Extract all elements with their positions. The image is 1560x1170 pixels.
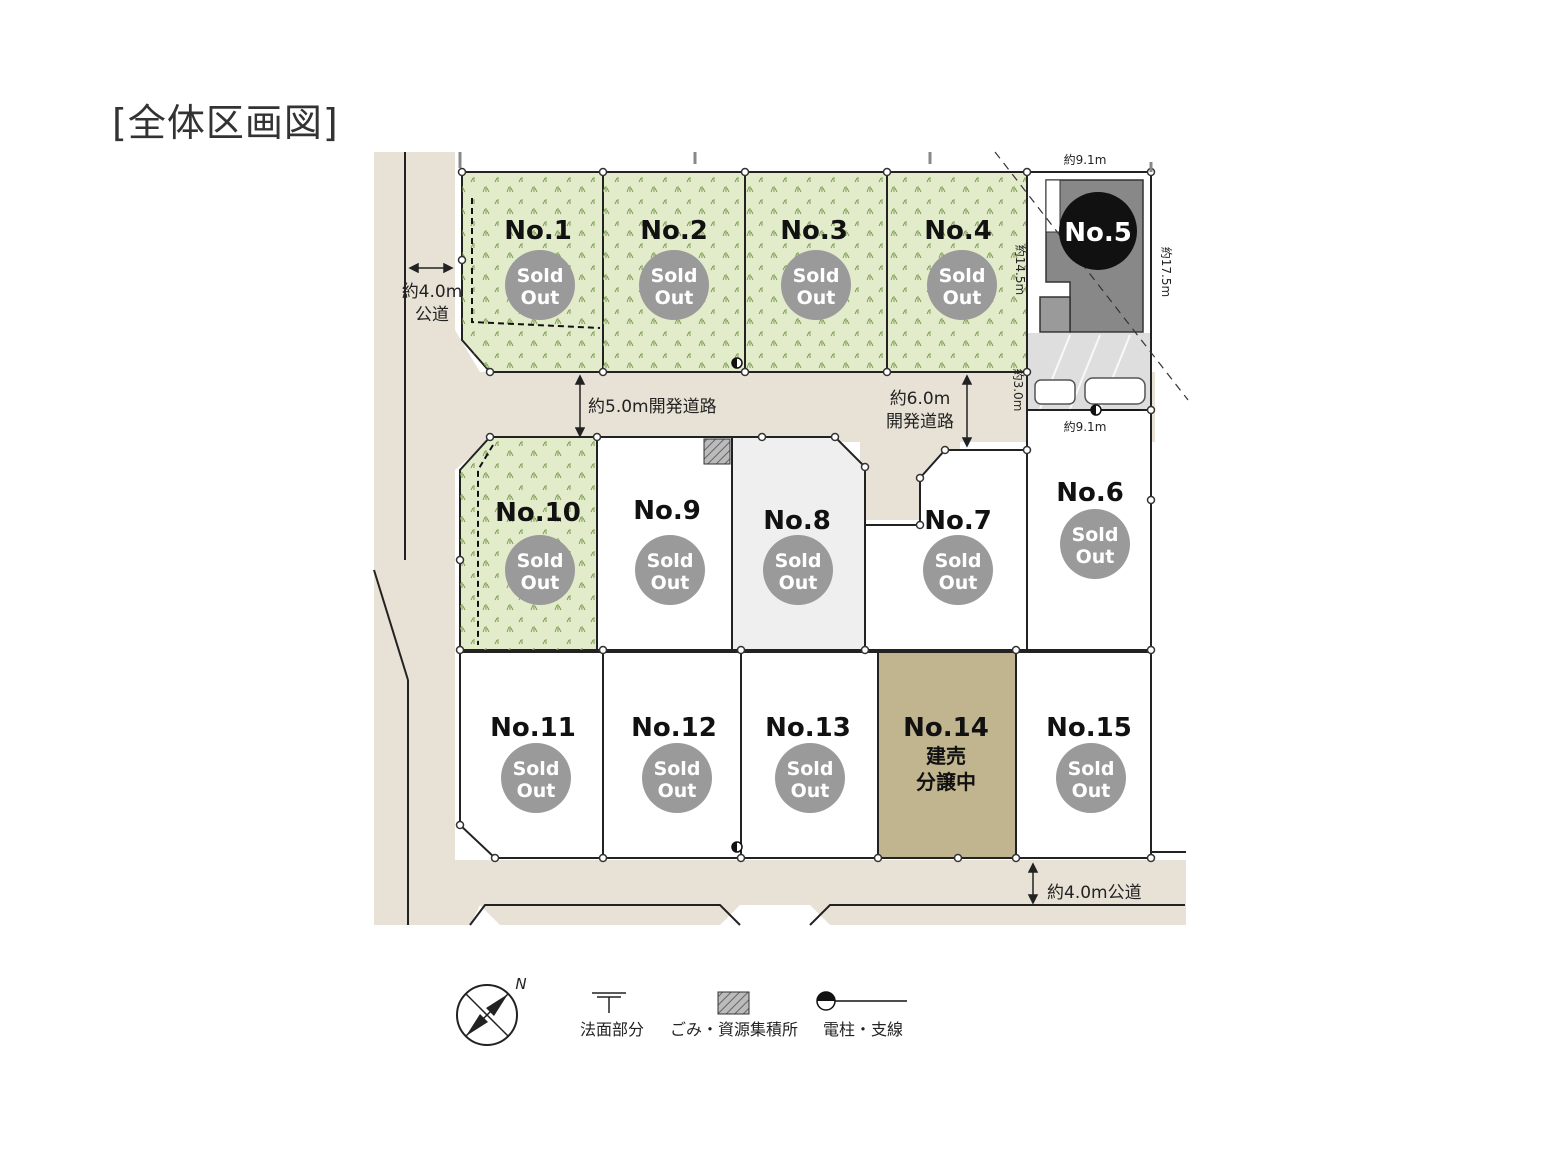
- sold-out-text: Sold: [775, 550, 822, 572]
- sold-out-text: Out: [943, 287, 982, 309]
- south-road-label: 約4.0m公道: [1047, 883, 1142, 903]
- sold-out-badge: [1056, 743, 1126, 813]
- west-road-width: 約4.0m: [402, 282, 463, 302]
- lot-label: No.7: [924, 506, 992, 536]
- dimension-labels: 約4.0m 公道 約5.0m開発道路 約6.0m 開発道路 約4.0m公道 約9…: [402, 152, 1174, 903]
- sold-out-badge: [642, 743, 712, 813]
- lot-label: No.10: [495, 498, 581, 528]
- sold-out-text: Sold: [939, 265, 986, 287]
- strip-width-dim: 約3.0m: [1011, 369, 1026, 412]
- lot-label: No.8: [763, 506, 831, 536]
- sold-out-text: Sold: [647, 550, 694, 572]
- lot-label: No.3: [780, 216, 848, 246]
- sold-out-text: Out: [939, 572, 978, 594]
- dev-road-b-type: 開発道路: [886, 412, 954, 432]
- top-fence-ticks: [458, 152, 1153, 172]
- for-sale-note: 分譲中: [916, 770, 976, 794]
- garbage-point-icon: [717, 991, 750, 1015]
- lot-4-depth-dim: 約14.5m: [1013, 245, 1028, 295]
- sold-out-badge: [927, 250, 997, 320]
- sold-out-badges: SoldOutSoldOutSoldOutSoldOutSoldOutSoldO…: [501, 250, 1130, 813]
- legend-pole-label: 電柱・支線: [823, 1020, 903, 1039]
- sold-out-text: Out: [651, 572, 690, 594]
- slope-icon: [592, 992, 626, 1013]
- sold-out-badge: [781, 250, 851, 320]
- sold-out-text: Sold: [935, 550, 982, 572]
- utility-pole-markers: [731, 357, 1140, 853]
- sold-out-text: Out: [658, 780, 697, 802]
- sold-out-badge: [639, 250, 709, 320]
- lot-label: No.15: [1046, 713, 1132, 743]
- sold-out-text: Out: [521, 287, 560, 309]
- sold-out-text: Out: [779, 572, 818, 594]
- legend-slope-label: 法面部分: [580, 1020, 644, 1039]
- boundary-markers: [455, 167, 1156, 863]
- lot-label: No.13: [765, 713, 851, 743]
- legend-garbage-label: ごみ・資源集積所: [670, 1020, 798, 1039]
- dev-road-a-label: 約5.0m開発道路: [588, 397, 717, 417]
- sold-out-text: Sold: [787, 758, 834, 780]
- north-label: N: [515, 975, 526, 993]
- sold-out-badge: [505, 535, 575, 605]
- road-edges: [373, 152, 1186, 926]
- dimension-arrows: [408, 262, 1039, 905]
- sold-out-badge: [635, 535, 705, 605]
- sold-out-text: Out: [517, 780, 556, 802]
- west-road-type: 公道: [415, 305, 449, 325]
- sold-out-text: Out: [1072, 780, 1111, 802]
- sold-out-text: Out: [1076, 546, 1115, 568]
- north-arrow-icon: N: [456, 975, 527, 1046]
- sold-out-badge: [775, 743, 845, 813]
- sold-out-text: Sold: [1072, 524, 1119, 546]
- lot-label: No.1: [504, 216, 572, 246]
- lot-label: No.14: [903, 713, 989, 743]
- lot-5-badge: [1059, 192, 1137, 270]
- sold-out-badge: [923, 535, 993, 605]
- sold-out-text: Sold: [793, 265, 840, 287]
- sold-out-text: Sold: [513, 758, 560, 780]
- sold-out-text: Out: [655, 287, 694, 309]
- sold-out-text: Sold: [654, 758, 701, 780]
- garbage-collection-point: [703, 438, 731, 465]
- lot-label: No.9: [633, 496, 701, 526]
- sold-out-badge: [1060, 509, 1130, 579]
- sold-out-text: Sold: [517, 265, 564, 287]
- dev-road-b-width: 約6.0m: [890, 389, 951, 409]
- sold-out-badge: [501, 743, 571, 813]
- sold-out-text: Sold: [517, 550, 564, 572]
- bottom-width-dim: 約9.1m: [1064, 419, 1107, 434]
- sold-out-text: Out: [791, 780, 830, 802]
- lot-label: No.12: [631, 713, 717, 743]
- lot-label: No.6: [1056, 478, 1124, 508]
- utility-pole-icon: [816, 991, 907, 1011]
- lot-14[interactable]: [877, 651, 1017, 859]
- sold-out-badge: [505, 250, 575, 320]
- top-width-dim: 約9.1m: [1064, 152, 1107, 167]
- lot-label: No.11: [490, 713, 576, 743]
- lot-labels: No.1 No.2 No.3 No.4 No.5 No.6 No.7 No.8 …: [490, 192, 1137, 794]
- sold-out-text: Out: [797, 287, 836, 309]
- lot-5-depth-dim: 約17.5m: [1159, 247, 1174, 297]
- for-sale-note: 建売: [926, 744, 966, 768]
- sold-out-text: Sold: [1068, 758, 1115, 780]
- lot-label: No.5: [1064, 218, 1132, 248]
- page-title: [全体区画図]: [112, 101, 339, 145]
- sold-out-text: Out: [521, 572, 560, 594]
- sold-out-text: Sold: [651, 265, 698, 287]
- lot-label: No.4: [924, 216, 992, 246]
- lot-label: No.2: [640, 216, 708, 246]
- legend: N 法面部分 ごみ・資源集積所 電柱・支線: [456, 975, 907, 1046]
- sold-out-badge: [763, 535, 833, 605]
